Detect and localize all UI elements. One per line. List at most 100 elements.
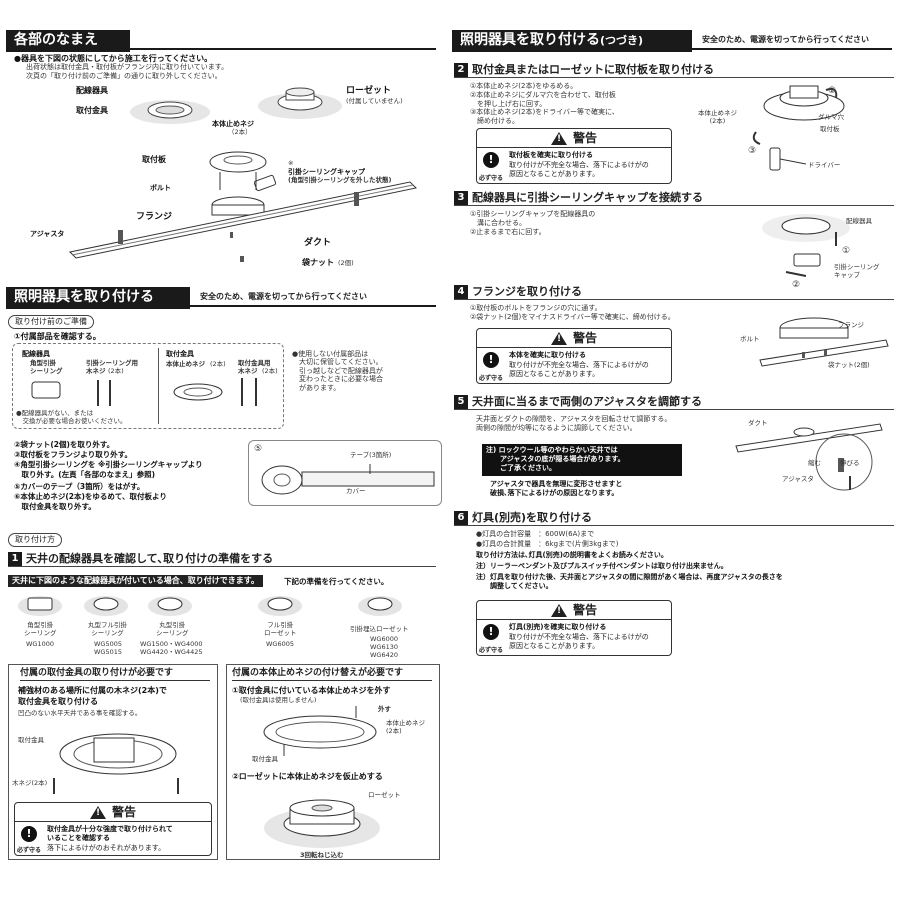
r-step2-lbl-driver: ドライバー: [808, 161, 841, 169]
label-bolt: ボルト: [150, 184, 171, 192]
r-step2-lbl-daruma: ダルマ穴: [818, 113, 844, 121]
must-icon: !: [483, 152, 499, 168]
label-fukuro: 袋ナット: [302, 258, 334, 267]
fixture-1-name: 丸型フル引掛 シーリング: [88, 621, 127, 637]
r-step5-lbl-nobiru: 伸びる: [840, 459, 860, 467]
r-step5-lbl-chijimu: 縮む: [808, 459, 821, 467]
r-step6-l4: 注）リーラーペンダント及びプルスイッチ付ペンダントは取り付け出来ません。: [476, 562, 728, 570]
boxA-lbl-kanagu: 取付金具: [18, 736, 44, 744]
parts-box: [12, 343, 284, 429]
fig5-drawing: [261, 464, 435, 495]
box-honneji-cnt: (2本): [210, 360, 226, 368]
box-honneji: 本体止めネジ: [166, 360, 205, 368]
fixture-1-model: WG5005 WG5015: [94, 640, 123, 656]
r-step3-drawing: [762, 214, 850, 277]
install-title: 照明器具を取り付ける: [6, 287, 190, 309]
r-step6-l5: 注）灯具を取り付けた後、天井面とアジャスタの間に隙間があく場合は、再度アジャスタ…: [476, 573, 783, 590]
r-step6-l2: ●灯具の合計質量 ：6kgまで(片側3kgまで): [476, 540, 619, 548]
label-adjuster: アジャスタ: [30, 230, 65, 238]
r-step4-warning: 警告 ! 必ず守る 本体を確実に取り付ける 取り付けが不完全な場合、落下によるけ…: [476, 328, 672, 384]
boxA-warning-title: 警告: [15, 803, 211, 822]
box-kanagu-cnt: (2本): [262, 367, 278, 375]
label-flange: フランジ: [136, 212, 173, 222]
prep-step4b: 取り外す。(左頁「各部のなまえ」参照): [14, 470, 156, 479]
fig5-box: [248, 440, 442, 506]
install-note: 安全のため、電源を切ってから行ってください: [200, 292, 367, 301]
boxB-title: 付属の本体止めネジの付け替えが必要です: [232, 668, 432, 682]
r-step3-c1: ①: [842, 246, 851, 256]
parts-note1: ●器具を下図の状態にしてから施工を行ってください。: [14, 54, 213, 63]
boxA-h2: 取付金具を取り付ける: [18, 697, 98, 706]
r-step5-bold2: アジャスタで器具を無理に変形させますと 破損､落下によるけがの原因となります。: [490, 480, 623, 497]
prep-step1: ①付属部品を確認する。: [14, 332, 101, 341]
boxA-lbl-mokuneji: 木ネジ(2本): [12, 779, 48, 787]
boxA-warn-bold: 取付金具が十分な強度で取り付けられて いることを確認する: [47, 825, 173, 842]
boxA-drawing: [53, 733, 179, 794]
r-step4-lbl-flange: フランジ: [838, 321, 864, 329]
prep-step6a: ⑥本体止めネジ(2本)をゆるめて、取付板より: [14, 492, 167, 501]
r-step3-c2: ②: [792, 280, 801, 290]
boxA: [8, 664, 218, 860]
r-step3-text: ①引掛シーリングキャップを配線器具の 溝に合わせる。 ②止まるまで右に回す。: [470, 210, 596, 236]
r-step4-drawing: [759, 317, 889, 367]
label-hikikake-note: (角型引掛シーリングを外した状態): [288, 176, 392, 184]
box-hikikake-cnt: (2本): [108, 367, 124, 375]
boxA-must: 必ず守る: [17, 846, 42, 854]
fixture-icons: [18, 596, 402, 616]
boxB-lbl-soto: 外す: [378, 705, 391, 713]
howto-tab: 取り付け方: [8, 533, 62, 547]
boxA-title: 付属の取付金具の取り付けが必要です: [20, 668, 210, 682]
prep-step6b: 取付金具を取り外す。: [14, 502, 96, 511]
box-kanagu: 取付金具: [166, 350, 194, 358]
box-kaku: 角型引掛 シーリング: [30, 359, 63, 375]
parts-note2: 出荷状態は取付金具・取付板がフランジ内に取り付いています。 次頁の「取り付け前の…: [26, 63, 229, 80]
label-kome: ※: [288, 159, 294, 167]
fig5-cover: カバー: [346, 487, 366, 495]
r-step3-lbl-haisen: 配線器具: [846, 217, 872, 225]
label-toritsukeita: 取付板: [142, 155, 166, 164]
boxB-lbl-rosette: ローゼット: [368, 791, 401, 799]
boxB-lbl-3kai: 3回転ねじ込む: [300, 851, 344, 859]
prep-step5: ⑤カバーのテープ（3箇所）をはがす。: [14, 482, 145, 491]
r-step2-lbl-ita: 取付板: [820, 125, 840, 133]
fixture-2-model: WG1500・WG4000 WG4420・WG4425: [140, 640, 203, 656]
right-title-line: [692, 48, 892, 50]
boxB-drawing1: [263, 706, 377, 756]
fixture-3-model: WG6005: [266, 640, 295, 648]
parts-box-icons: [31, 378, 257, 406]
warning-triangle-icon: [89, 805, 106, 819]
howto-step1-title: 天井の配線器具を確認して､取り付けの準備をする: [26, 551, 274, 565]
boxB-lbl-kanagu: 取付金具: [252, 755, 278, 763]
r-step2-drawing: [752, 85, 845, 171]
right-title-note: 安全のため、電源を切ってから行ってください: [702, 35, 869, 44]
box-kanagu-moku: 取付金具用 木ネジ: [238, 359, 271, 375]
boxB-lbl-honneji: 本体止めネジ (2本): [386, 719, 425, 735]
r-step6-l3: 取り付け方法は､灯具(別売)の説明書をよくお読みください。: [476, 551, 668, 559]
fixture-0-model: WG1000: [26, 640, 55, 648]
box-missing: ●配線器具がない、または 交換が必要な場合お使いください。: [16, 409, 127, 425]
label-duct: ダクト: [304, 238, 332, 248]
boxB-s2: ②ローゼットに本体止めネジを仮止めする: [232, 772, 383, 781]
fig5-tape: テープ(3箇所): [350, 451, 392, 459]
fig5-num: ⑤: [254, 444, 263, 454]
unused-note: ●使用しない付属部品は 大切に保管してください。 引っ越しなどで配線器具が 変わ…: [292, 350, 383, 392]
label-rosette: ローゼット: [346, 86, 392, 96]
must-icon: !: [483, 352, 499, 368]
r-step4-lbl-bolt: ボルト: [740, 335, 760, 343]
r-step5-drawing: [735, 423, 883, 491]
label-hikikake: 引掛シーリングキャップ: [288, 168, 365, 176]
right-title: 照明器具を取り付ける(つづき): [452, 30, 692, 52]
r-step5-lbl-duct: ダクト: [748, 419, 768, 427]
boxB-drawing2: [264, 799, 380, 848]
boxB-s1: ①取付金具に付いている本体止めネジを外す: [232, 686, 391, 695]
parts-title-line: [130, 48, 436, 50]
howto-bar-after: 下記の準備を行ってください。: [284, 577, 389, 586]
r-step5-black: 注) ロックウール等のやわらかい天井では アジャスタの底が隠る場合があります。 …: [482, 444, 682, 476]
r-step2-warning: 警告 ! 必ず守る 取付板を確実に取り付ける 取り付けが不完全な場合、落下による…: [476, 128, 672, 184]
parts-title: 各部のなまえ: [6, 30, 130, 52]
r-step4-lbl-nut: 袋ナット(2個): [828, 361, 870, 369]
fixture-4-model: WG6000 WG6130 WG6420: [370, 635, 399, 659]
